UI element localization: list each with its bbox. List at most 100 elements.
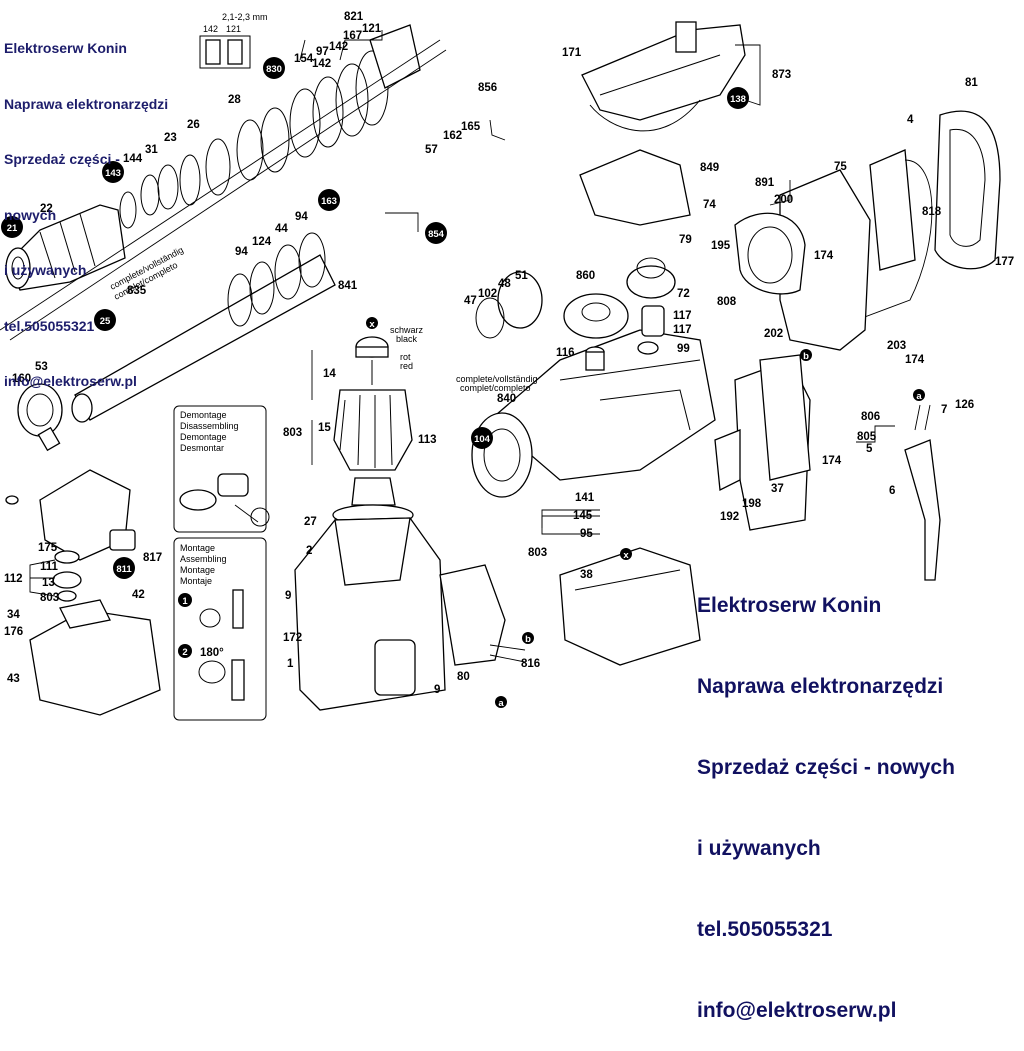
note-142: 142 bbox=[203, 24, 218, 34]
label-94a: 94 bbox=[295, 211, 308, 223]
letter-b-right: b bbox=[800, 349, 812, 362]
label-111: 111 bbox=[40, 561, 59, 573]
label-145: 145 bbox=[573, 510, 593, 522]
svg-text:b: b bbox=[525, 634, 531, 645]
svg-text:a: a bbox=[498, 698, 504, 709]
letter-a-right: a bbox=[913, 389, 925, 402]
label-28: 28 bbox=[228, 94, 241, 106]
label-162: 162 bbox=[443, 130, 462, 142]
callout-138-text: 138 bbox=[730, 94, 746, 105]
motor-housing bbox=[734, 169, 871, 351]
label-116: 116 bbox=[556, 347, 575, 359]
label-200: 200 bbox=[774, 194, 793, 206]
label-805: 805 bbox=[857, 431, 877, 443]
callout-138: 138 bbox=[727, 87, 749, 109]
label-849: 849 bbox=[700, 162, 719, 174]
label-97: 97 bbox=[316, 46, 329, 58]
label-860: 860 bbox=[576, 270, 595, 282]
label-202: 202 bbox=[764, 328, 783, 340]
label-808: 808 bbox=[717, 296, 737, 308]
ring-detail bbox=[199, 35, 251, 69]
label-2: 2 bbox=[306, 545, 312, 557]
label-13: 13 bbox=[42, 577, 55, 589]
montage-line-2: Assembling bbox=[180, 554, 227, 564]
callout-25: 25 bbox=[94, 309, 116, 331]
label-57: 57 bbox=[425, 144, 438, 156]
label-95: 95 bbox=[580, 528, 593, 540]
demontage-line-1: Demontage bbox=[180, 410, 227, 420]
electronic-module bbox=[439, 564, 526, 666]
label-816: 816 bbox=[521, 658, 540, 670]
label-15: 15 bbox=[318, 422, 331, 434]
label-102: 102 bbox=[478, 288, 497, 300]
montage-box-frame bbox=[173, 537, 267, 721]
note-mm: 2,1-2,3 mm bbox=[222, 12, 268, 22]
exploded-parts-diagram: 21 143 830 163 854 25 104 138 811 821 14… bbox=[0, 11, 1014, 1022]
callout-21: 21 bbox=[1, 216, 23, 238]
note-rot: rot bbox=[400, 352, 411, 362]
note-schwarz: schwarz bbox=[390, 325, 424, 335]
watermark-top-line: Elektroserw Konin bbox=[4, 40, 127, 56]
letter-b-bottom: b bbox=[522, 632, 534, 645]
svg-text:x: x bbox=[623, 550, 629, 561]
label-144: 144 bbox=[123, 153, 143, 165]
label-177: 177 bbox=[995, 256, 1014, 268]
svg-text:b: b bbox=[803, 351, 809, 362]
label-167: 167 bbox=[343, 30, 362, 42]
armature bbox=[332, 336, 414, 526]
label-174c: 174 bbox=[822, 455, 842, 467]
diagram-canvas: 21 143 830 163 854 25 104 138 811 821 14… bbox=[0, 11, 1014, 721]
watermark-bottom-line: tel.505055321 bbox=[697, 918, 833, 941]
demontage-line-4: Desmontar bbox=[180, 443, 224, 453]
label-23: 23 bbox=[164, 132, 177, 144]
label-99: 99 bbox=[677, 343, 690, 355]
callout-854: 854 bbox=[425, 222, 447, 244]
montage-line-1: Montage bbox=[180, 543, 215, 553]
watermark-bottom-line: i używanych bbox=[697, 837, 821, 860]
step-2: 2 bbox=[182, 647, 187, 658]
label-113: 113 bbox=[418, 434, 437, 446]
label-192: 192 bbox=[720, 511, 739, 523]
label-154: 154 bbox=[294, 53, 314, 65]
demontage-illustration bbox=[179, 473, 270, 527]
label-1: 1 bbox=[287, 658, 294, 670]
label-75: 75 bbox=[834, 161, 847, 173]
label-835: 835 bbox=[127, 285, 147, 297]
label-22: 22 bbox=[40, 203, 53, 215]
label-94b: 94 bbox=[235, 246, 248, 258]
note-complete-b: complete/vollständig bbox=[456, 374, 538, 384]
leader-lines bbox=[29, 30, 895, 597]
montage-line-3: Montage bbox=[180, 565, 215, 575]
letter-a-bottom: a bbox=[495, 696, 507, 709]
label-4: 4 bbox=[907, 114, 914, 126]
label-9a: 9 bbox=[285, 590, 291, 602]
label-841: 841 bbox=[338, 280, 358, 292]
svg-text:x: x bbox=[369, 319, 375, 330]
part-labels: 821 142 121 167 97 154 142 28 26 23 31 1… bbox=[4, 11, 1014, 696]
label-27: 27 bbox=[304, 516, 317, 528]
label-141: 141 bbox=[575, 492, 595, 504]
label-891: 891 bbox=[755, 177, 775, 189]
label-43: 43 bbox=[7, 673, 20, 685]
label-142a: 142 bbox=[329, 41, 348, 53]
watermark-top-line: i używanych bbox=[4, 262, 87, 278]
svg-text:a: a bbox=[916, 391, 922, 402]
label-51: 51 bbox=[515, 270, 528, 282]
label-81: 81 bbox=[965, 77, 978, 89]
label-803b: 803 bbox=[528, 547, 547, 559]
watermark-top-line: tel.505055321 bbox=[4, 317, 95, 334]
watermark-bottom-line: Elektroserw Konin bbox=[697, 594, 882, 617]
stator-housing bbox=[294, 517, 446, 711]
label-80: 80 bbox=[457, 671, 470, 683]
label-821: 821 bbox=[344, 11, 364, 23]
watermark-top-line: Naprawa elektronarzędzi bbox=[4, 95, 169, 112]
rear-handle bbox=[829, 110, 1001, 331]
watermark-bottom-line: Naprawa elektronarzędzi bbox=[697, 675, 944, 698]
label-124: 124 bbox=[252, 236, 272, 248]
label-47: 47 bbox=[464, 295, 477, 307]
letter-x-top: x bbox=[366, 317, 378, 330]
note-red: red bbox=[400, 361, 413, 371]
letter-x-bottom: x bbox=[620, 548, 632, 561]
label-873: 873 bbox=[772, 69, 791, 81]
callout-143-text: 143 bbox=[105, 168, 121, 179]
